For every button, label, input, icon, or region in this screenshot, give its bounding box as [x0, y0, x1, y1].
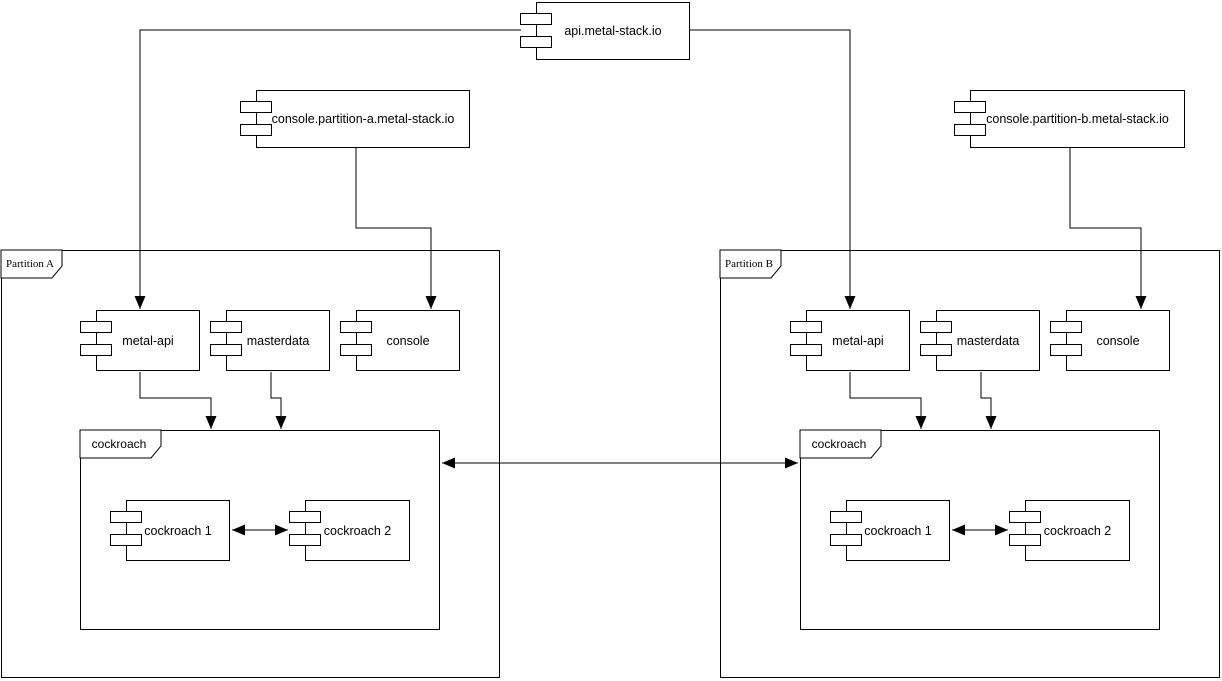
component-label: console — [1096, 333, 1140, 348]
component-body — [806, 310, 910, 371]
frame-tab-partition-b-icon — [719, 249, 782, 279]
component-console-b: console — [1050, 310, 1170, 371]
component-body — [1066, 310, 1170, 371]
component-body — [256, 90, 470, 148]
frame-cockroach-b — [800, 430, 1160, 630]
frame-tab-cockroach-b-icon — [799, 429, 882, 459]
frame-tab-cockroach-a-icon — [79, 429, 162, 459]
edge-masterdata-a-to-cockroach-a — [270, 372, 287, 429]
edge-consolea-to-console-a — [355, 148, 437, 309]
component-cockroach-2-a: cockroach 2 — [289, 500, 410, 561]
component-cockroach-2-b: cockroach 2 — [1009, 500, 1130, 561]
frame-cockroach-a — [80, 430, 440, 630]
component-masterdata-b: masterdata — [920, 310, 1040, 371]
component-label: metal-api — [832, 333, 884, 348]
component-metal-api-a: metal-api — [80, 310, 200, 371]
component-label: console.partition-b.metal-stack.io — [986, 112, 1169, 126]
component-body — [970, 90, 1185, 148]
component-metal-api-b: metal-api — [790, 310, 910, 371]
component-body — [305, 500, 410, 561]
component-label: cockroach 1 — [864, 523, 932, 538]
edge-consoleb-to-console-b — [1069, 148, 1147, 309]
edge-api-to-metalapi-b — [690, 29, 856, 309]
component-cockroach-1-b: cockroach 1 — [830, 500, 950, 561]
component-console-a: console — [340, 310, 460, 371]
component-body — [1025, 500, 1130, 561]
component-api-metal-stack-io: api.metal-stack.io — [520, 2, 690, 60]
component-console-partition-b: console.partition-b.metal-stack.io — [954, 90, 1185, 148]
component-label: console.partition-a.metal-stack.io — [271, 112, 455, 126]
component-body — [536, 2, 690, 60]
component-body — [126, 500, 230, 561]
component-label: api.metal-stack.io — [564, 24, 662, 38]
component-label: metal-api — [122, 333, 174, 348]
component-body — [226, 310, 330, 371]
component-body — [96, 310, 200, 371]
edge-metalapi-a-to-cockroach-a — [139, 372, 217, 429]
component-label: masterdata — [246, 333, 310, 348]
component-cockroach-1-a: cockroach 1 — [110, 500, 230, 561]
component-body — [936, 310, 1040, 371]
component-label: masterdata — [956, 333, 1020, 348]
component-label: cockroach 2 — [1043, 523, 1112, 538]
component-label: cockroach 2 — [323, 523, 392, 538]
edge-api-to-metalapi-a — [134, 29, 521, 309]
component-masterdata-a: masterdata — [210, 310, 330, 371]
component-body — [356, 310, 460, 371]
component-console-partition-a: console.partition-a.metal-stack.io — [240, 90, 470, 148]
edge-masterdata-b-to-cockroach-b — [980, 372, 997, 429]
frame-tab-partition-a-icon — [0, 249, 63, 279]
component-body — [846, 500, 950, 561]
edge-metalapi-b-to-cockroach-b — [849, 372, 927, 429]
component-label: console — [386, 333, 430, 348]
component-label: cockroach 1 — [144, 523, 212, 538]
